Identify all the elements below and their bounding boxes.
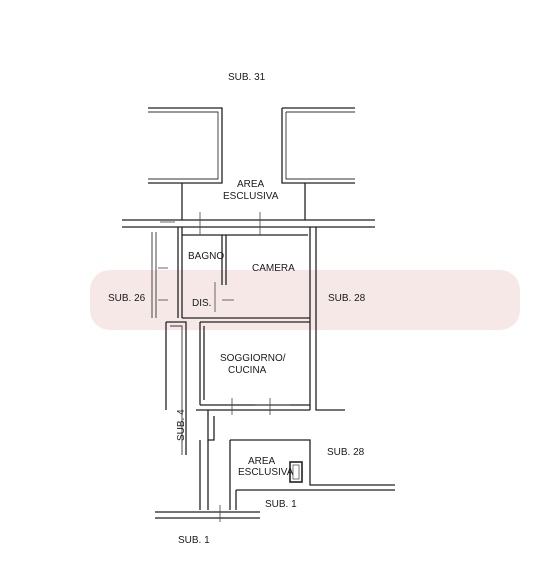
labels: SUB. 31 AREA ESCLUSIVA BAGNO CAMERA DIS.…: [108, 72, 366, 546]
watermark: [90, 270, 520, 330]
apartment-walls: [122, 219, 395, 510]
label-camera: CAMERA: [252, 263, 295, 274]
label-area-bottom-1: AREA: [248, 456, 276, 467]
utility-box: [289, 461, 303, 483]
label-sub1-right: SUB. 1: [265, 499, 297, 510]
label-sub28-right: SUB. 28: [328, 293, 366, 304]
label-sub28-bottom: SUB. 28: [327, 447, 365, 458]
label-sub31: SUB. 31: [228, 72, 266, 83]
label-area-top-2: ESCLUSIVA: [223, 191, 279, 202]
label-soggiorno-2: CUCINA: [228, 365, 267, 376]
label-sub26: SUB. 26: [108, 293, 146, 304]
label-dis: DIS.: [192, 298, 211, 309]
label-soggiorno-1: SOGGIORNO/: [220, 353, 286, 364]
label-area-top-1: AREA: [237, 179, 265, 190]
label-sub4: SUB. 4: [176, 409, 187, 441]
top-walls: [148, 107, 355, 220]
label-area-bottom-2: ESCLUSIVA: [238, 467, 294, 478]
openings: [158, 212, 290, 522]
label-bagno: BAGNO: [188, 251, 224, 262]
label-sub1-bottom: SUB. 1: [178, 535, 210, 546]
left-corridor-walls: [151, 232, 260, 519]
